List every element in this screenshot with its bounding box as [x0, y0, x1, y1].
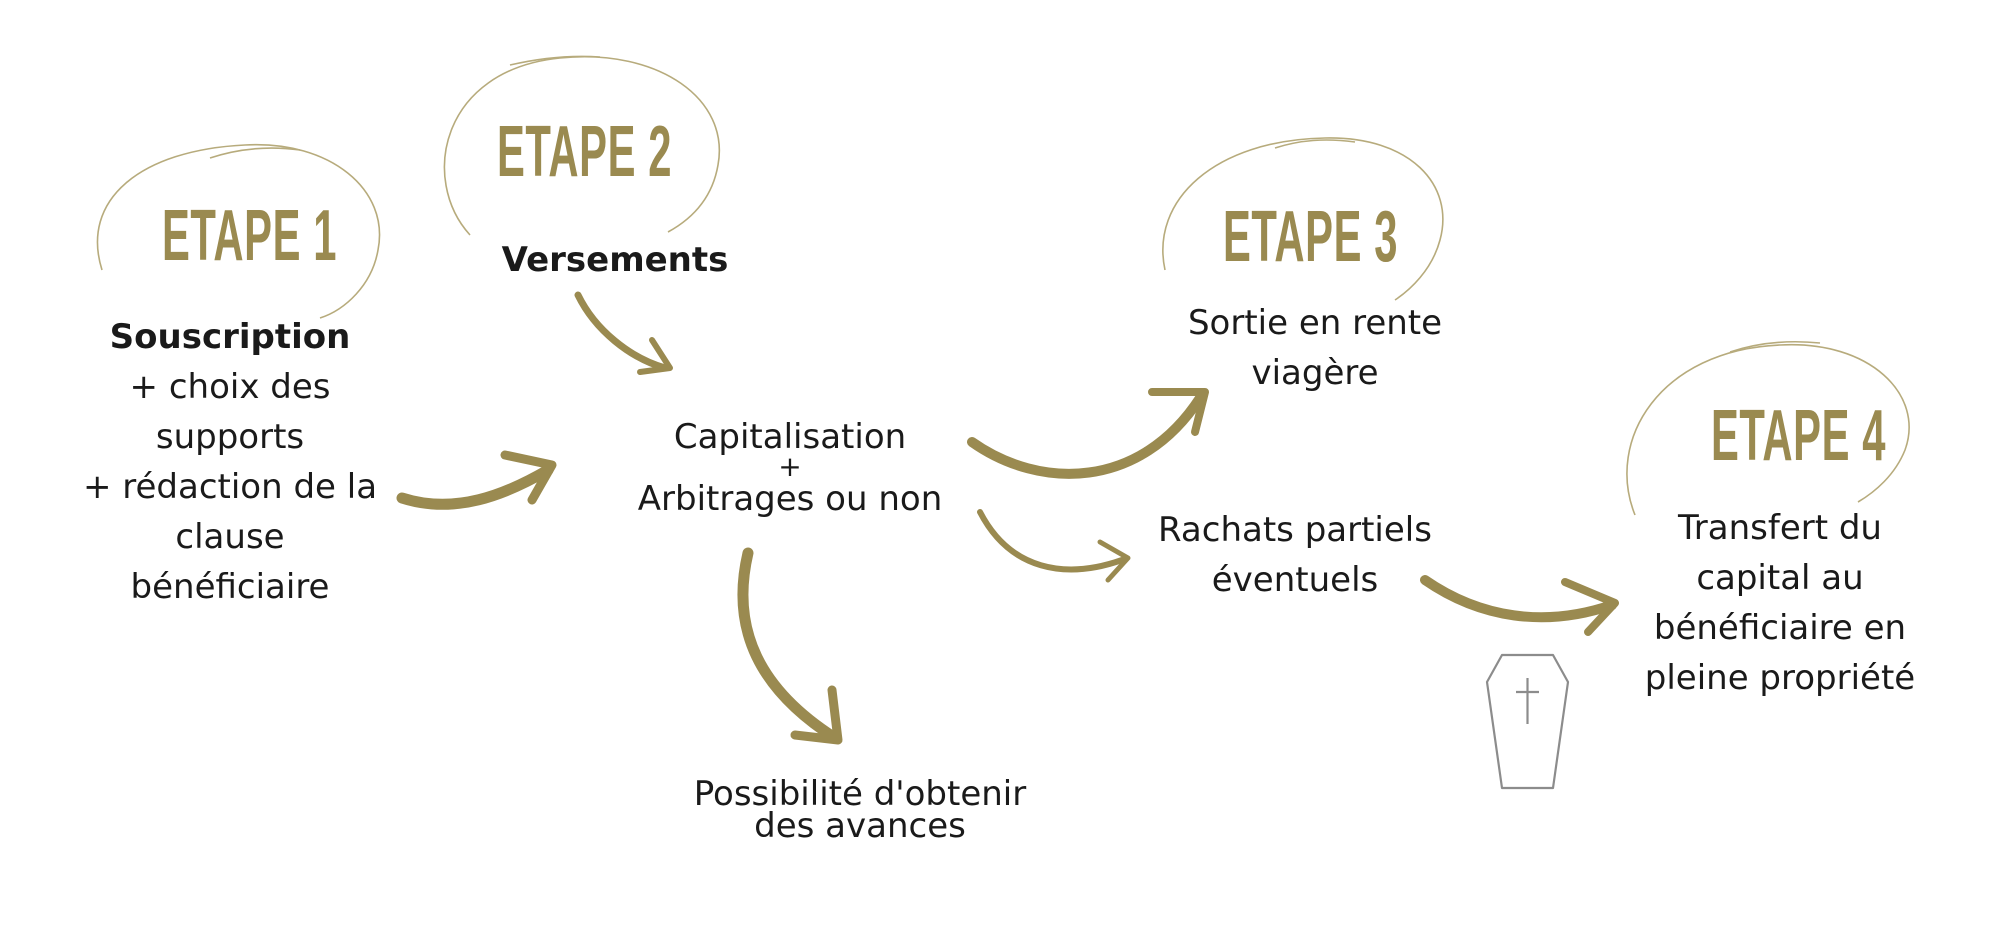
rachats-node: Rachats partiels éventuels [1130, 505, 1460, 605]
step-1-line: + rédaction de la [82, 467, 378, 507]
step-1-description: Souscription + choix des supports + réda… [60, 312, 400, 612]
center-node: Capitalisation + Arbitrages ou non [600, 420, 980, 516]
step-4-line: capital au [1696, 558, 1864, 598]
step-1-line: + choix des [129, 367, 331, 407]
avances-line: Possibilité d'obtenir [693, 774, 1027, 814]
step-3-line: Sortie en rente [1187, 303, 1443, 343]
arrow-versements-to-center [574, 291, 673, 375]
step-4-line: Transfert du [1678, 508, 1882, 548]
step-1-title: ETAPE 1 [162, 196, 338, 276]
step-4-line: pleine propriété [1644, 658, 1916, 698]
step-3-line: viagère [1251, 353, 1379, 393]
step-1-heading: Souscription [109, 317, 351, 357]
arrow-center-to-rente [967, 388, 1209, 479]
step-1-line: supports [155, 417, 305, 457]
step-2-title: ETAPE 2 [497, 112, 673, 192]
center-line-1: Capitalisation [673, 417, 907, 457]
rachats-line: Rachats partiels [1158, 510, 1432, 550]
avances-line: des avances [754, 806, 966, 846]
avances-node: Possibilité d'obtenir des avances [680, 774, 1040, 846]
step-3-description: Sortie en rente viagère [1150, 298, 1480, 398]
step-1-ring [96, 143, 381, 319]
step-3-ring [1162, 137, 1444, 301]
step-4-line: bénéficiaire en [1653, 608, 1907, 648]
arrow-center-to-rachats [977, 509, 1131, 583]
rachats-line: éventuels [1211, 560, 1379, 600]
step-4-description: Transfert du capital au bénéficiaire en … [1610, 503, 1950, 703]
step-4-ring [1626, 340, 1910, 516]
step-4-title: ETAPE 4 [1711, 396, 1887, 476]
step-1-line: clause [175, 517, 285, 557]
center-line-2: Arbitrages ou non [637, 479, 943, 519]
step-3-title: ETAPE 3 [1223, 197, 1399, 277]
arrow-step1-to-center [396, 450, 557, 510]
center-plus: + [778, 450, 802, 483]
step-2-ring [443, 55, 721, 236]
arrow-rachats-to-step4 [1420, 575, 1619, 636]
coffin-cross-icon [1485, 653, 1570, 790]
arrow-center-to-avances [737, 547, 843, 745]
step-2-heading: Versements [501, 240, 729, 280]
step-1-line: bénéficiaire [130, 567, 330, 607]
